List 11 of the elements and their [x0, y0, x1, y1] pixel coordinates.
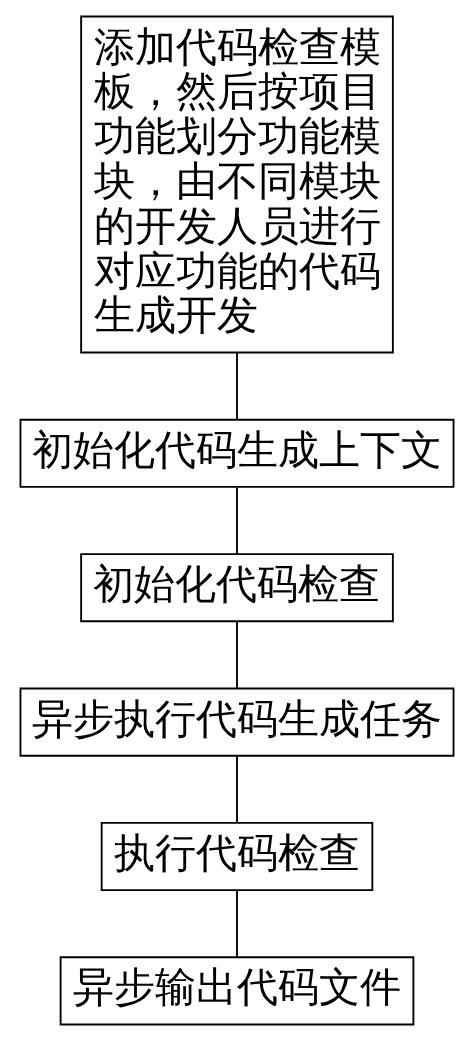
node-box: 添加代码检查模板，然后按项目功能划分功能模块，由不同模块的开发人员进行对应功能的代码生成开发: [80, 15, 394, 354]
node-box: 执行代码检查: [100, 821, 374, 892]
node-box: 初始化代码生成上下文: [19, 418, 455, 488]
connector: [236, 755, 238, 824]
connector: [236, 620, 238, 690]
node-box: 初始化代码检查: [80, 553, 394, 623]
node-box: 异步输出代码文件: [59, 956, 415, 1026]
connector: [236, 486, 238, 555]
connector: [236, 351, 238, 421]
connector: [236, 889, 238, 959]
node-box: 异步执行代码生成任务: [19, 687, 455, 757]
